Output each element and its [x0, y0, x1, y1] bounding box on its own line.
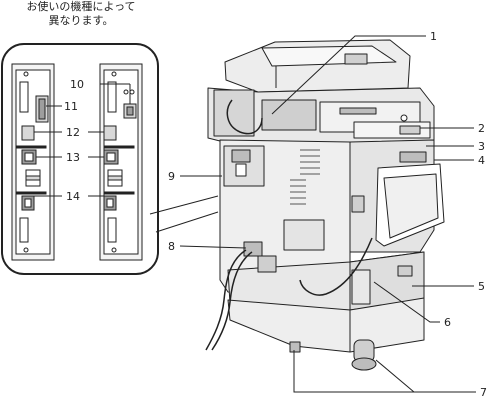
callout-3: 3 [478, 140, 485, 153]
interface-board-a [11, 63, 55, 261]
callout-numbers: 1 2 3 4 5 6 7 8 9 10 11 12 13 14 [64, 30, 487, 399]
stabilizer-feet [289, 339, 377, 371]
callout-6: 6 [444, 316, 451, 329]
vent-grille [290, 149, 320, 205]
fax-cable [299, 237, 373, 296]
panel-leader-lines [34, 83, 131, 197]
cables [205, 99, 373, 351]
note-line-1: お使いの機種によって [26, 0, 136, 13]
port-12-a [21, 125, 35, 141]
callout-1: 1 [430, 30, 437, 43]
callout-5: 5 [478, 280, 485, 293]
callout-7: 7 [480, 386, 487, 399]
callout-12: 12 [66, 126, 80, 139]
callout-2: 2 [478, 122, 485, 135]
machine-leader-lines [179, 35, 476, 393]
callout-11: 11 [64, 100, 78, 113]
printer-machine [207, 39, 445, 371]
power-connector [243, 241, 263, 257]
power-cord [205, 249, 247, 351]
base-stand [227, 297, 425, 353]
callout-4: 4 [478, 154, 485, 167]
interface-board-b [99, 63, 143, 261]
callout-9: 9 [168, 170, 175, 183]
model-variation-note: お使いの機種によって 異なります。 [6, 0, 156, 28]
callout-14: 14 [66, 190, 80, 203]
port-12-b [103, 125, 117, 141]
callout-10: 10 [70, 78, 84, 91]
callout-8: 8 [168, 240, 175, 253]
note-line-2: 異なります。 [48, 14, 114, 27]
callout-13: 13 [66, 151, 80, 164]
